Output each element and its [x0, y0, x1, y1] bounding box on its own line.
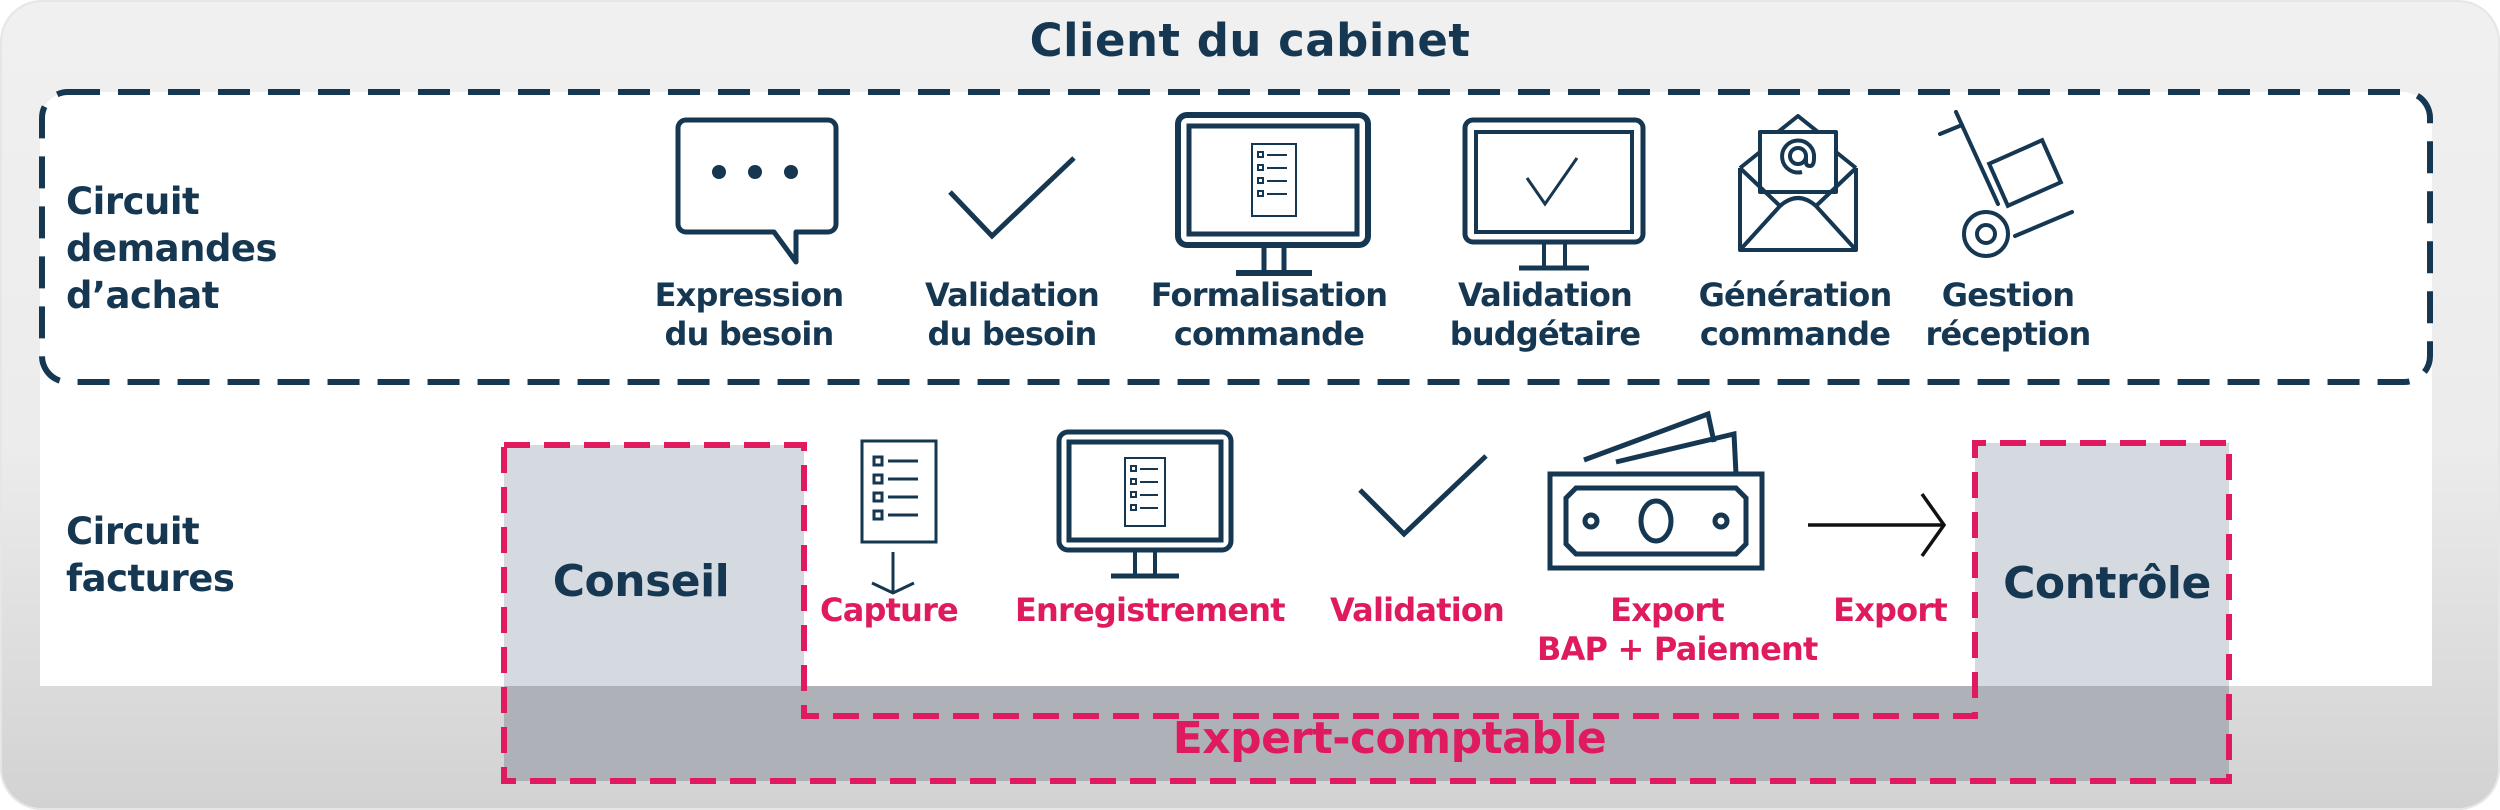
document-download-icon: [860, 439, 938, 595]
step-label: Gestion réception: [1925, 276, 2092, 353]
purchase-label-line: demandes: [66, 227, 278, 270]
conseil-label: Conseil: [552, 556, 730, 607]
step-label: Validation: [1329, 591, 1505, 629]
step-label: Export BAP + Paiement: [1537, 591, 1818, 668]
speech-bubble-icon: [675, 117, 839, 265]
hand-truck-icon: [1938, 110, 2074, 258]
banknotes-icon: [1547, 410, 1765, 571]
monitor-form-icon: [1175, 112, 1371, 276]
step-label: Enregistrement: [1015, 591, 1286, 629]
invoice-label-line: Circuit: [66, 510, 200, 553]
checkmark-icon: [1358, 454, 1488, 538]
email-envelope-icon: [1738, 114, 1858, 252]
step-label: Validation budgétaire: [1449, 276, 1641, 353]
expert-band-fill: [504, 686, 2229, 781]
step-label: Export: [1833, 591, 1947, 629]
expert-comptable-outline: [501, 440, 2232, 784]
purchase-label-line: d’achat: [66, 274, 219, 317]
controle-label: Contrôle: [2003, 558, 2211, 609]
expert-comptable-label: Expert-comptable: [1172, 713, 1607, 764]
invoice-label-line: factures: [66, 557, 235, 600]
invoice-circuit-label: Circuit factures: [66, 508, 235, 602]
monitor-form-icon: [1056, 429, 1234, 579]
step-label: Formalisation commande: [1150, 276, 1388, 353]
purchase-circuit-label: Circuit demandes d’achat: [66, 178, 278, 319]
monitor-check-icon: [1462, 117, 1646, 271]
checkmark-icon: [948, 156, 1076, 240]
step-label: Génération commande: [1698, 276, 1893, 353]
page-title: Client du cabinet: [1029, 14, 1471, 67]
arrow-right-icon: [1808, 492, 1947, 558]
step-label: Validation du besoin: [924, 276, 1100, 353]
purchase-label-line: Circuit: [66, 180, 200, 223]
purchase-circuit-outline: [39, 89, 2433, 385]
step-label: Expression du besoin: [654, 276, 845, 353]
step-label: Capture: [820, 591, 959, 629]
